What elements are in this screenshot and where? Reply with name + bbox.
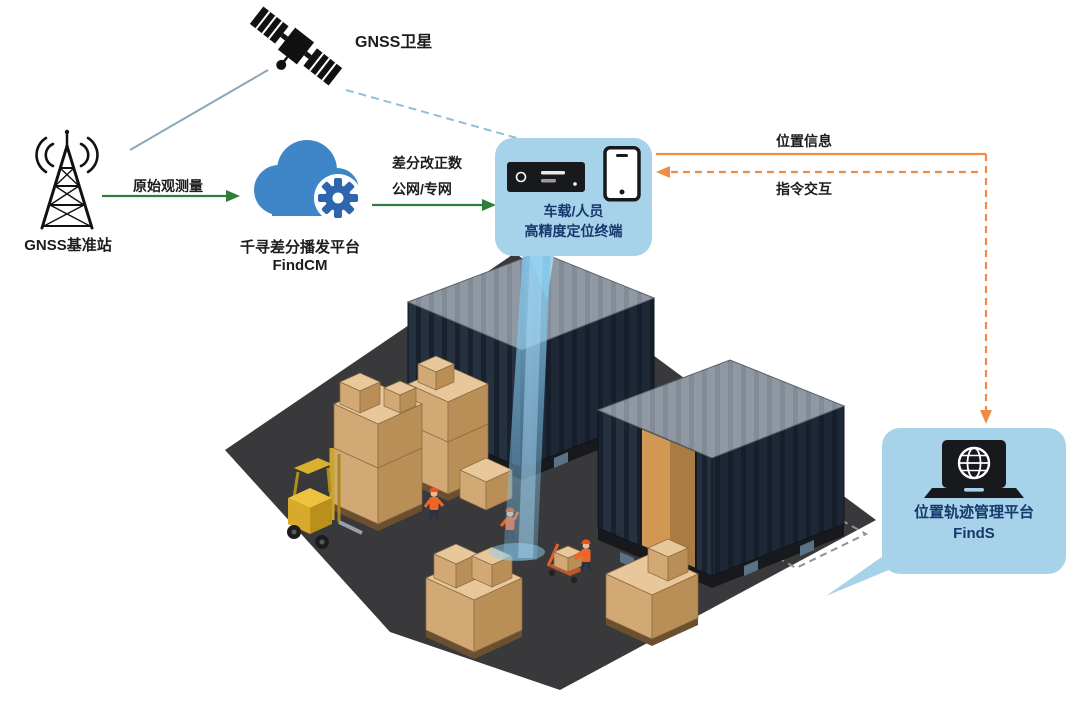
finds-label-title: 位置轨迹管理平台: [913, 504, 1034, 521]
terminal-devices-icon: [506, 146, 641, 202]
container-1: [406, 251, 656, 480]
correction-label-line2: 公网/专网: [392, 181, 452, 197]
base-station-icon: [35, 129, 99, 230]
terminal-label-line1: 车载/人员: [543, 203, 604, 219]
command-interaction-label: 指令交互: [776, 181, 832, 197]
smartphone-icon: [602, 146, 641, 202]
raw-observation-arrow: [102, 190, 240, 202]
cloud-subtitle: FindCM: [272, 257, 328, 274]
receiver-icon: [506, 162, 585, 192]
worker-3: [574, 539, 592, 572]
pallet-stack-mid: [425, 543, 523, 659]
location-info-label: 位置信息: [776, 133, 832, 149]
worker-1: [423, 487, 445, 520]
finds-panel: 位置轨迹管理平台 FindS: [882, 428, 1066, 574]
pallet-stack-left: [333, 355, 489, 531]
cloud-title: 千寻差分播发平台: [239, 239, 360, 256]
finds-label-subtitle: FindS: [953, 525, 995, 542]
laptop-globe-icon: [924, 440, 1024, 498]
satellite-icon: [249, 6, 343, 86]
cloud-icon: [254, 140, 362, 222]
forklift: [287, 448, 363, 549]
satellite-terminal-link: [345, 89, 518, 139]
warehouse-scene: [225, 251, 876, 690]
satellite-label: GNSS卫星: [355, 34, 433, 51]
raw-observation-label: 原始观测量: [133, 178, 203, 194]
positioning-beam: [503, 248, 551, 560]
command-interaction-arrow: [656, 166, 978, 178]
gear-icon: [314, 174, 362, 222]
correction-label-line1: 差分改正数: [392, 155, 462, 171]
location-info-arrow: [656, 152, 992, 424]
correction-arrow: [372, 199, 496, 211]
satellite-base-link: [129, 69, 269, 151]
base-station-label: GNSS基准站: [24, 237, 112, 254]
container-open-door: [640, 426, 697, 571]
terminal-label-line2: 高精度定位终端: [524, 222, 623, 239]
pallet-stack-right: [605, 538, 699, 646]
globe-icon: [957, 446, 991, 480]
container-2: [596, 359, 846, 588]
terminal-panel: 车载/人员 高精度定位终端: [495, 138, 652, 256]
